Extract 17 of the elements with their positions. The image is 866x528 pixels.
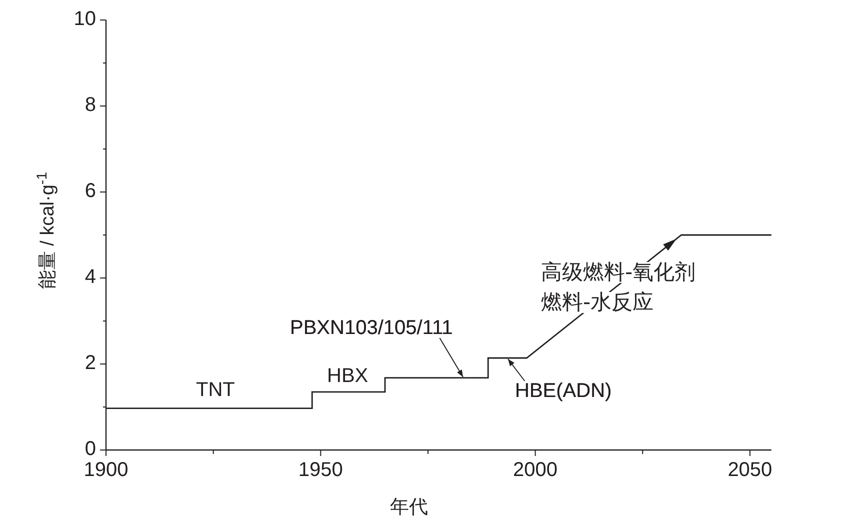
tick-label: 2000: [512, 460, 559, 480]
annotation-label: 高级燃料-氧化剂: [541, 262, 696, 283]
axis-title: 年代: [390, 498, 428, 517]
annotation-label: 燃料-水反应: [541, 292, 654, 313]
tick-label: 10: [72, 9, 96, 29]
leader-line: [439, 338, 464, 378]
tick-label: 2: [84, 353, 96, 373]
leader-line: [508, 358, 526, 382]
tick-label: 1950: [297, 460, 344, 480]
tick-label: 8: [84, 95, 96, 115]
tick-label: 6: [84, 181, 96, 201]
tick-label: 2050: [726, 460, 774, 480]
annotation-label: TNT: [196, 380, 235, 400]
tick-label: 0: [84, 439, 96, 459]
tick-label: 1900: [82, 460, 130, 480]
annotation-label: HBX: [327, 366, 368, 386]
tick-label: 4: [84, 267, 96, 287]
